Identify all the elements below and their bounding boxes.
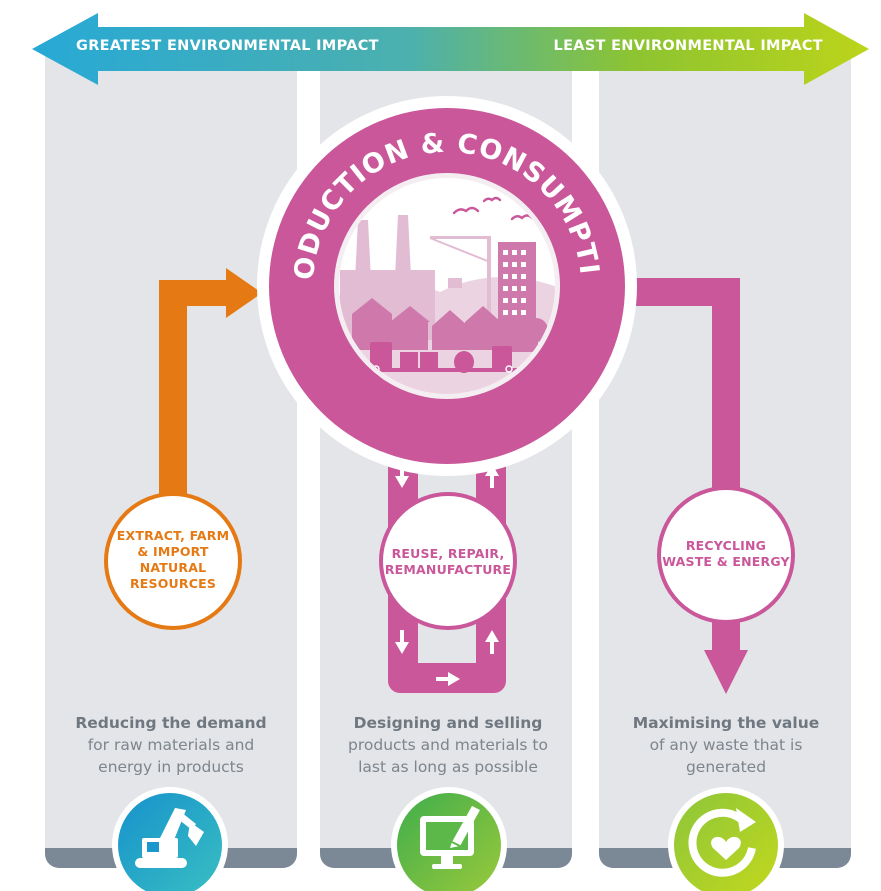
extract-arrow — [159, 268, 262, 500]
right-caption-line: of any waste that is — [649, 736, 803, 754]
extract-line: EXTRACT, FARM — [116, 528, 230, 543]
left-caption-line: for raw materials and — [87, 736, 255, 754]
reuse-line: REMANUFACTURE — [384, 562, 512, 577]
left-caption: Reducing the demand for raw materials an… — [41, 712, 301, 778]
least-impact-label: LEAST ENVIRONMENTAL IMPACT — [553, 38, 823, 54]
extract-stage-label: EXTRACT, FARM & IMPORT NATURAL RESOURCES — [108, 528, 238, 592]
computer-design-icon — [391, 787, 507, 891]
city-illustration — [339, 196, 555, 394]
right-caption-line: generated — [685, 758, 767, 776]
greatest-impact-label: GREATEST ENVIRONMENTAL IMPACT — [76, 38, 379, 54]
right-caption-title: Maximising the value — [632, 714, 820, 732]
left-caption-title: Reducing the demand — [75, 714, 267, 732]
impact-scale-arrow — [32, 13, 869, 85]
middle-caption-line: last as long as possible — [358, 758, 538, 776]
right-caption: Maximising the value of any waste that i… — [596, 712, 856, 778]
middle-caption-line: products and materials to — [348, 736, 548, 754]
extract-line: RESOURCES — [129, 576, 217, 591]
reuse-line: REUSE, REPAIR, — [391, 546, 505, 561]
reuse-stage-circle — [379, 492, 517, 630]
middle-caption-title: Designing and selling — [353, 714, 543, 732]
middle-caption: Designing and selling products and mater… — [318, 712, 578, 778]
recycling-stage-circle — [657, 486, 795, 624]
recycle-heart-icon — [668, 787, 784, 891]
left-caption-line: energy in products — [98, 758, 244, 776]
recycling-stage-label: RECYCLING WASTE & ENERGY — [656, 538, 796, 570]
excavator-icon — [112, 787, 228, 891]
extract-line: NATURAL — [139, 560, 207, 575]
recycling-line: WASTE & ENERGY — [662, 554, 790, 569]
recycling-line: RECYCLING — [685, 538, 767, 553]
extract-stage-circle — [104, 492, 242, 630]
extract-line: & IMPORT — [137, 544, 209, 559]
reuse-stage-label: REUSE, REPAIR, REMANUFACTURE — [378, 546, 518, 578]
